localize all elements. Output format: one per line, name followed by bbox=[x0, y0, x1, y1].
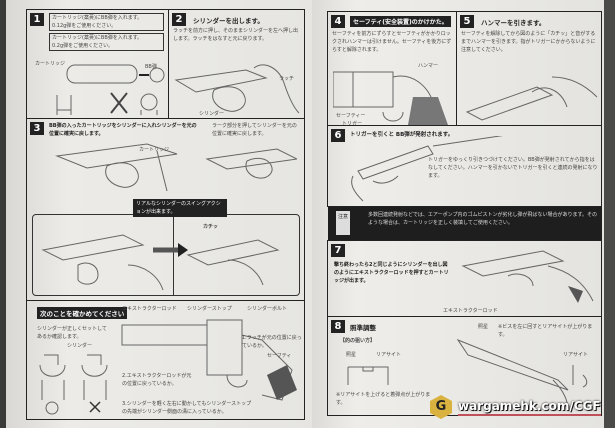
safety-illustration bbox=[333, 71, 448, 125]
label-latch: ラッチ bbox=[279, 76, 295, 82]
warning-band: 注意 多数回連続発射などでは、エアーポンプ内のゴムピストンが劣化し弾が飛ばない場… bbox=[328, 207, 602, 240]
cylinder-check-illustration bbox=[39, 354, 108, 415]
section-title: 照準調整 bbox=[350, 324, 376, 332]
check-section: 次のことを確かめてください シリンダーが正しくセットしてあるか確認します。 シリ… bbox=[26, 300, 305, 420]
section-title: シリンダーを出します。 bbox=[193, 17, 264, 25]
instruction-text: ラッチを前方に押し、そのままシリンダーを左へ押し出します。ラッチをはなすと元に戻… bbox=[173, 28, 299, 42]
screw-note: ※ビスを左に回すとリアサイトが上がります。 bbox=[498, 324, 593, 338]
watermark-logo: G bbox=[430, 395, 452, 419]
step-number: 3 bbox=[30, 122, 44, 135]
label-cartridge: カートリッジ bbox=[139, 147, 170, 153]
revolver-illustration bbox=[174, 64, 300, 114]
sight-note: ※リアサイトを上げると着弾点が上がります。 bbox=[336, 392, 431, 406]
label-trigger: トリガー bbox=[342, 121, 363, 127]
swing-action-illustration bbox=[41, 234, 280, 291]
label-cylinder: シリンダー bbox=[67, 343, 93, 349]
step-number: 7 bbox=[331, 244, 345, 257]
section-title: 次のことを確かめてください bbox=[37, 307, 128, 319]
cartridge-illustration bbox=[56, 64, 165, 115]
instruction-text: 撃ち終わったら2と同じようにシリンダーを出し図のようにエキストラクターロッドを押… bbox=[334, 262, 449, 284]
step-number: 6 bbox=[331, 129, 345, 142]
firing-illustration bbox=[351, 136, 504, 202]
label-cylinder: シリンダー bbox=[199, 111, 225, 117]
step-number: 2 bbox=[172, 13, 186, 26]
section-3: 3 BB弾の入ったカートリッジをシリンダーに入れシリンダーを元の位置に確実に戻し… bbox=[26, 118, 305, 301]
section-1: 1 カートリッジ(薬莢)にBB弾を入れます。0.12g弾をご使用ください。 カー… bbox=[26, 9, 169, 119]
watermark-text: wargamehk.com/CGF bbox=[458, 399, 601, 416]
label-extractor: エキストラクターロッド bbox=[122, 306, 177, 312]
check-item-2: 2.エキストラクターロッドが元の位置に戻っているか。 bbox=[122, 373, 192, 387]
instruction-text: トリガーをゆっくり引きつづけてください。BB弾が発射されてから指をはなしてくださ… bbox=[428, 157, 598, 179]
label-rear-sight-2: リアサイト bbox=[563, 352, 589, 358]
background-edge bbox=[604, 0, 615, 428]
sight-picture-illustration bbox=[347, 366, 389, 385]
watermark: G wargamehk.com/CGF bbox=[430, 395, 601, 419]
label-front-sight-2: 照星 bbox=[478, 324, 489, 330]
warning-text: 多数回連続発射などでは、エアーポンプ内のゴムピストンが劣化し弾が飛ばない場合があ… bbox=[368, 212, 597, 226]
label-safety: セーフティ bbox=[267, 353, 292, 359]
label-bb: BB弾 bbox=[145, 64, 157, 70]
sound-effect-text: カチッ bbox=[203, 224, 219, 230]
section-5: 5 ハンマーを引きます。 セーフティを解除してから図のように「カチッ」と音がする… bbox=[456, 11, 602, 126]
section-7: 7 撃ち終わったら2と同じようにシリンダーを出し図のようにエキストラクターロッド… bbox=[327, 240, 602, 317]
section-4: 4 セーフティ(安全装置)のかけかた。 セーフティを前方にずらすとセーフティがか… bbox=[327, 11, 457, 127]
section-title: セーフティ(安全装置)のかけかた。 bbox=[350, 16, 451, 27]
label-extractor: エキストラクターロッド bbox=[443, 308, 498, 314]
section-8: 8 照準調整 【的の狙い方】 照星 リアサイト ※リアサイトを上げると着弾点が上… bbox=[327, 316, 602, 416]
section-title: BB弾の入ったカートリッジをシリンダーに入れシリンダーを元の位置に確実に戻します… bbox=[49, 123, 197, 137]
instruction-text: セーフティを解除してから図のように「カチッ」と音がするまでハンマーを引きます。指… bbox=[461, 31, 596, 53]
section-6: 6 トリガーを引くと BB弾が発射されます。 トリガーをゆっくり引きつづけてくだ… bbox=[327, 125, 602, 207]
loading-illustration bbox=[55, 143, 297, 192]
section-title: ハンマーを引きます。 bbox=[481, 19, 546, 27]
sight-subtitle: 【的の狙い方】 bbox=[340, 338, 376, 344]
ejection-illustration bbox=[461, 250, 594, 303]
label-cylinder-stop: シリンダーストップ bbox=[187, 306, 232, 312]
hammer-illustration bbox=[465, 76, 598, 121]
label-cylinder-bolt: シリンダーボルト bbox=[247, 306, 288, 312]
rear-sight-illustration bbox=[456, 338, 588, 411]
step-number: 5 bbox=[460, 15, 474, 28]
check-item-3: 3.シリンダーを軽く左右に動かしてもシリンダーストップの先端がシリンダー側面の溝… bbox=[122, 401, 252, 415]
step-number: 4 bbox=[331, 15, 345, 28]
check-item-1: 1.ラッチが元の位置に戻っているか。 bbox=[242, 335, 302, 349]
label-cartridge: カートリッジ bbox=[35, 61, 66, 67]
section-title: トリガーを引くと BB弾が発射されます。 bbox=[350, 132, 454, 138]
instruction-text: セーフティを前方にずらすとセーフティがかかりロックされハンマーは引けません。セー… bbox=[332, 31, 452, 53]
revolver-diagram bbox=[121, 319, 297, 401]
label-hammer: ハンマー bbox=[418, 63, 439, 69]
label-front-sight: 照星 bbox=[346, 352, 357, 358]
warning-badge: 注意 bbox=[336, 211, 350, 235]
label-rear-sight: リアサイト bbox=[376, 352, 402, 358]
instruction-text: カートリッジ(薬莢)にBB弾を入れます。0.12g弾をご使用ください。 bbox=[49, 13, 164, 31]
instruction-note: ラーク部分を押してシリンダーを元の位置に確実に戻します。 bbox=[212, 123, 297, 137]
step-number: 8 bbox=[331, 320, 345, 333]
callout-banner: リアルなシリンダーのスイングアクションが出来ます。 bbox=[133, 199, 227, 217]
instruction-text: シリンダーが正しくセットしてあるか確認します。 bbox=[37, 326, 107, 340]
swing-action-panel: カチッ bbox=[32, 214, 300, 296]
step-number: 1 bbox=[30, 13, 44, 26]
section-2: 2 シリンダーを出します。 ラッチを前方に押し、そのままシリンダーを左へ押し出し… bbox=[168, 9, 305, 119]
instruction-text: カートリッジ(薬莢)にBB弾を入れます。0.2g弾をご使用ください。 bbox=[49, 33, 164, 51]
label-safety: セーフティー bbox=[336, 113, 366, 119]
